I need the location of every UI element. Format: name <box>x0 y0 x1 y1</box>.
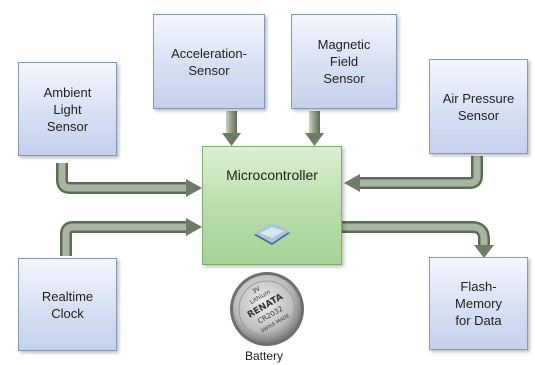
chip-icon <box>254 223 290 245</box>
acceleration-sensor-box: Acceleration- Sensor <box>153 14 265 109</box>
flash-memory-label: Flash- Memory for Data <box>455 279 502 328</box>
arrow-clock-to-mc <box>60 218 202 256</box>
acceleration-sensor-label: Acceleration- Sensor <box>171 45 247 78</box>
arrow-magnetic-to-mc <box>305 111 324 146</box>
arrow-ambient-to-mc <box>56 163 202 197</box>
flash-memory-box: Flash- Memory for Data <box>429 257 528 350</box>
battery-coin-icon: 3V Lithium RENATA CR2032 SWISS MADE <box>230 272 304 346</box>
battery-label: Battery <box>245 349 284 363</box>
realtime-clock-label: Realtime Clock <box>41 288 94 321</box>
magnetic-field-sensor-box: Magnetic Field Sensor <box>291 14 397 109</box>
air-pressure-sensor-box: Air Pressure Sensor <box>429 59 528 154</box>
microcontroller-label: Microcontroller <box>226 167 318 183</box>
microcontroller-box: Microcontroller <box>202 146 342 265</box>
arrow-mc-to-flash <box>342 221 494 258</box>
ambient-light-sensor-label: Ambient Light Sensor <box>43 84 92 134</box>
magnetic-field-sensor-label: Magnetic Field Sensor <box>317 37 371 86</box>
arrow-airpressure-to-mc <box>344 156 483 192</box>
ambient-light-sensor-box: Ambient Light Sensor <box>18 62 117 156</box>
air-pressure-sensor-label: Air Pressure Sensor <box>442 90 515 123</box>
arrow-acceleration-to-mc <box>222 111 241 146</box>
battery-coin-text-1: 3V <box>251 285 262 295</box>
realtime-clock-box: Realtime Clock <box>18 258 117 351</box>
